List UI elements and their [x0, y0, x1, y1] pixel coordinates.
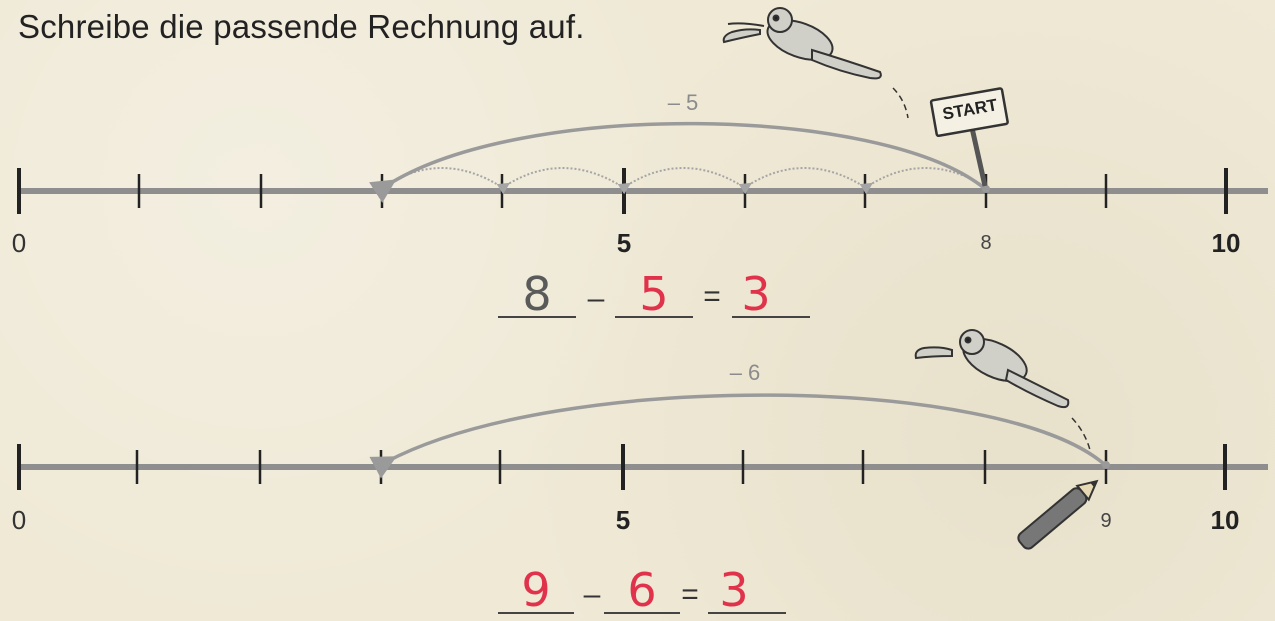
answer-blank-1c[interactable]: 3: [732, 271, 810, 318]
start-dot: [982, 185, 990, 193]
jump-label-2: – 6: [729, 360, 761, 385]
tick-label-0: 0: [11, 228, 27, 258]
frog-icon: [722, 7, 882, 80]
frog-icon: [914, 329, 1070, 409]
jump-arc-1: [369, 121, 986, 203]
start-dot-2: [1102, 461, 1110, 469]
small-jump-arcs: [376, 167, 985, 195]
tick-label-10-2: 10: [1210, 505, 1240, 535]
jump-label-1: – 5: [667, 90, 699, 115]
pencil-icon: [1017, 479, 1099, 550]
number-line-2-ticks: [17, 444, 1227, 490]
instruction-text: Schreibe die passende Rechnung auf.: [18, 8, 585, 45]
answer-blank-2c[interactable]: 3: [708, 567, 786, 614]
minus-sign-1: –: [587, 282, 605, 315]
answer-blank-1b[interactable]: 5: [615, 271, 693, 318]
answer-blank-1a[interactable]: 8: [498, 271, 576, 318]
tick-label-5-2: 5: [615, 505, 631, 535]
minus-sign-2: –: [583, 578, 601, 611]
jump-arc-2: [369, 393, 1106, 479]
equals-sign-2: =: [681, 578, 699, 611]
answer-blank-2a[interactable]: 9: [498, 567, 574, 614]
answer-blank-2b[interactable]: 6: [604, 567, 680, 614]
tick-label-0-2: 0: [11, 505, 27, 535]
start-sign-icon: [929, 87, 1009, 187]
tick-label-9: 9: [1100, 510, 1112, 532]
tick-label-8: 8: [980, 232, 992, 254]
tick-label-5: 5: [616, 228, 632, 258]
tick-label-10: 10: [1211, 228, 1241, 258]
equals-sign-1: =: [703, 280, 721, 313]
